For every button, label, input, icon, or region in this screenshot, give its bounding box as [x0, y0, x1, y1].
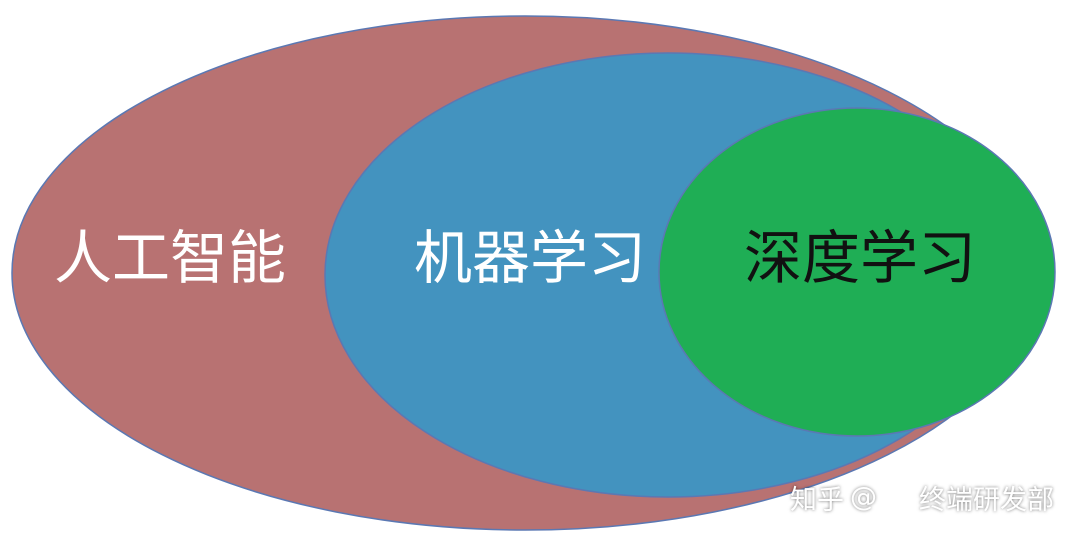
- wechat-icon: [883, 487, 912, 508]
- watermark-account: 终端研发部: [919, 485, 1054, 516]
- label-ai: 人工智能: [54, 224, 286, 292]
- watermark-separator: @: [850, 482, 877, 513]
- watermark: 知乎 @ 终端研发部: [790, 478, 1054, 517]
- inner-ellipse-dl: [658, 107, 1056, 437]
- label-ml: 机器学习: [414, 224, 646, 292]
- watermark-site: 知乎: [790, 485, 844, 516]
- label-dl: 深度学习: [744, 224, 976, 292]
